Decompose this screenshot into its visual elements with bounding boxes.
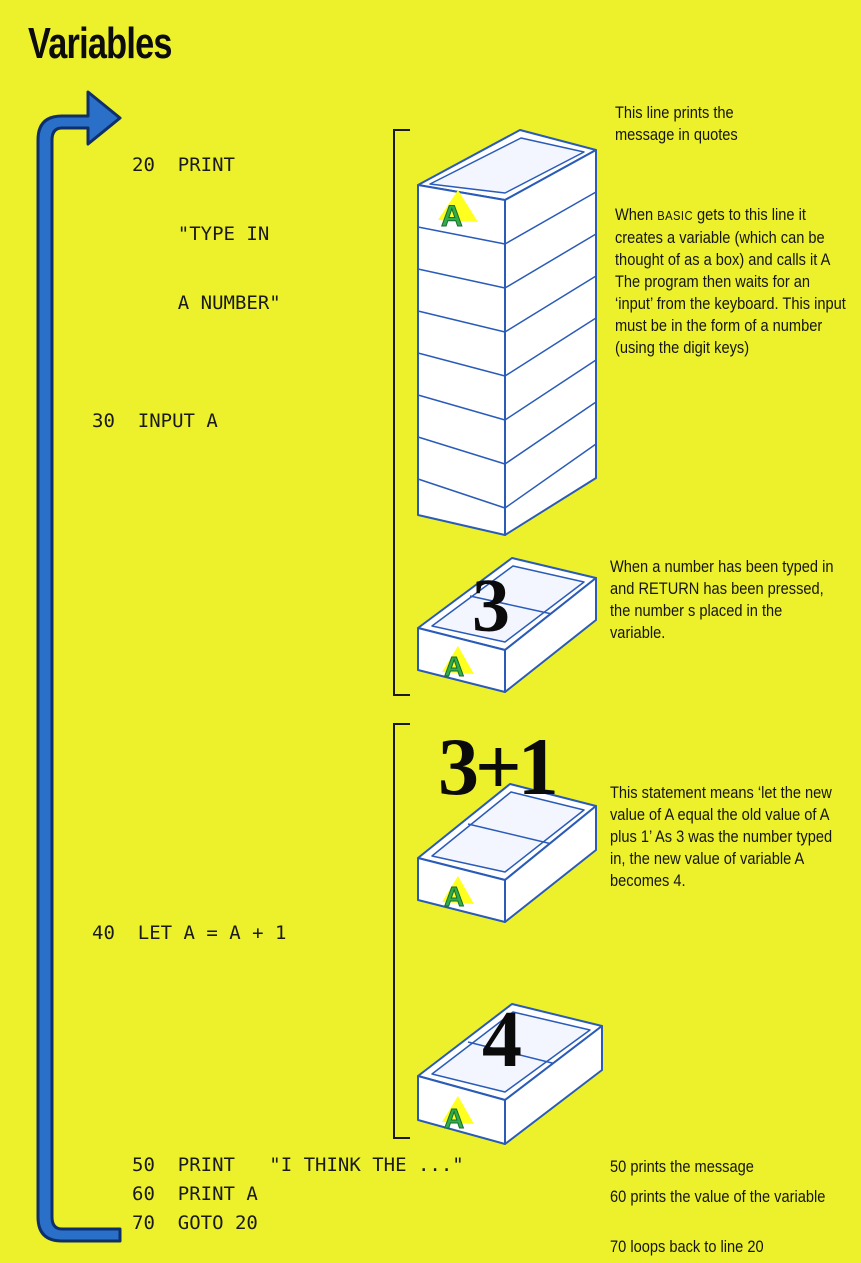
note-print: This line prints the message in quotes (615, 102, 787, 146)
code-line-50: 50 PRINT "I THINK THE ..." (132, 1154, 464, 1177)
code-line-20-b: "TYPE IN (132, 223, 281, 246)
note-input-basic: BASIC (657, 208, 693, 223)
note-return: When a number has been typed in and RETU… (610, 556, 840, 644)
note-let: This statement means ‘let the new value … (610, 782, 847, 892)
variable-box-empty (418, 130, 596, 535)
box-label-3: A (444, 881, 464, 912)
box-label-2: A (444, 651, 464, 682)
code-line-40: 40 LET A = A + 1 (92, 922, 286, 945)
note-input-rest: gets to this line it creates a variable … (615, 205, 846, 357)
input-value: 3 (472, 568, 510, 644)
note-line-60: 60 prints the value of the variable (610, 1186, 851, 1208)
code-line-20-c: A NUMBER" (132, 292, 281, 315)
bracket-input (394, 130, 410, 695)
expression-value: 3+1 (438, 726, 555, 808)
note-input-prefix: When (615, 205, 657, 224)
code-line-20: 20 PRINT "TYPE IN A NUMBER" (132, 108, 281, 361)
code-line-30: 30 INPUT A (92, 410, 218, 433)
box-label-4: A (444, 1103, 464, 1134)
code-line-60: 60 PRINT A (132, 1183, 258, 1206)
note-line-50: 50 prints the message (610, 1156, 851, 1178)
note-input: When BASIC gets to this line it creates … (615, 204, 851, 359)
bracket-let (394, 724, 410, 1138)
note-line-70: 70 loops back to line 20 (610, 1236, 851, 1258)
loop-arrow (38, 92, 120, 1241)
code-line-70: 70 GOTO 20 (132, 1212, 258, 1235)
code-line-20-a: 20 PRINT (132, 154, 281, 177)
result-value: 4 (482, 1000, 522, 1080)
box-label-1: A (441, 200, 463, 233)
